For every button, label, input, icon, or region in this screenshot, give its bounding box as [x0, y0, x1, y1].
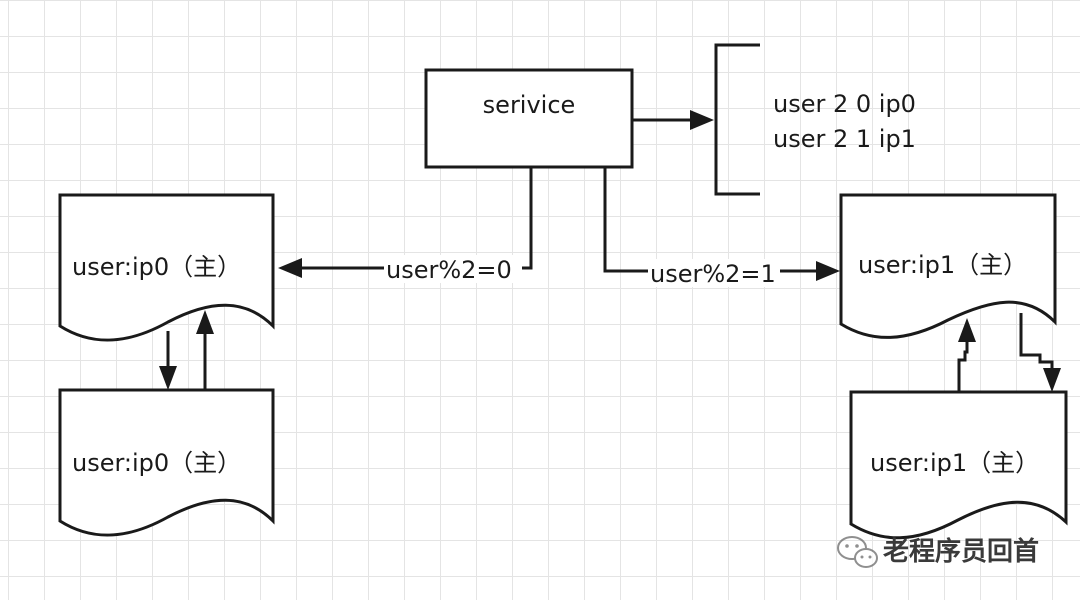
left-route-line: [300, 167, 533, 270]
arrowhead-right: [690, 110, 714, 130]
right-down-line: [1019, 313, 1054, 372]
left-route-label-bg: [384, 255, 522, 283]
left-route-edge: user%2=0: [278, 167, 533, 284]
mapping-annotation: user 2 0 ip0 user 2 1 ip1: [714, 43, 916, 196]
right-master-node: user:ip1（主）: [839, 193, 1057, 339]
watermark-text: 老程序员回首: [883, 536, 1039, 567]
right-master-label: user:ip1（主）: [858, 251, 1027, 279]
mapping-bracket: [714, 43, 760, 196]
arrowhead-left: [278, 258, 302, 278]
right-slave-node: user:ip1（主）: [849, 390, 1068, 540]
left-slave-label: user:ip0（主）: [72, 449, 241, 477]
wechat-icon: [837, 536, 878, 568]
right-route-label: user%2=1: [650, 260, 776, 288]
right-route-line: [603, 167, 818, 273]
right-route-edge: user%2=1: [603, 167, 840, 288]
mapping-line-1: user 2 1 ip1: [773, 125, 916, 153]
right-route-label-bg: [648, 259, 780, 287]
arrowhead-up-left: [196, 310, 214, 334]
arrowhead-right-route: [816, 261, 840, 281]
right-replication-arrows: [957, 313, 1061, 392]
right-slave-shape: [849, 390, 1068, 540]
arrowhead-up-right: [958, 318, 976, 342]
left-master-label: user:ip0（主）: [72, 253, 241, 281]
left-master-shape: [58, 193, 275, 342]
right-up-line: [957, 338, 969, 392]
service-box: [424, 68, 634, 169]
left-master-node: user:ip0（主）: [58, 193, 275, 342]
left-slave-node: user:ip0（主）: [58, 388, 275, 537]
right-slave-label: user:ip1（主）: [870, 449, 1039, 477]
left-replication-arrows: [159, 310, 214, 390]
arrowhead-down-left: [159, 366, 177, 390]
arrowhead-down-right: [1043, 368, 1061, 392]
service-to-mapping-arrow: [632, 110, 714, 130]
service-node: serivice: [424, 68, 634, 169]
right-master-shape: [839, 193, 1057, 339]
service-label: serivice: [483, 91, 576, 119]
left-slave-shape: [58, 388, 275, 537]
watermark: 老程序员回首: [837, 536, 1039, 568]
left-route-label: user%2=0: [386, 256, 512, 284]
mapping-line-0: user 2 0 ip0: [773, 90, 916, 118]
